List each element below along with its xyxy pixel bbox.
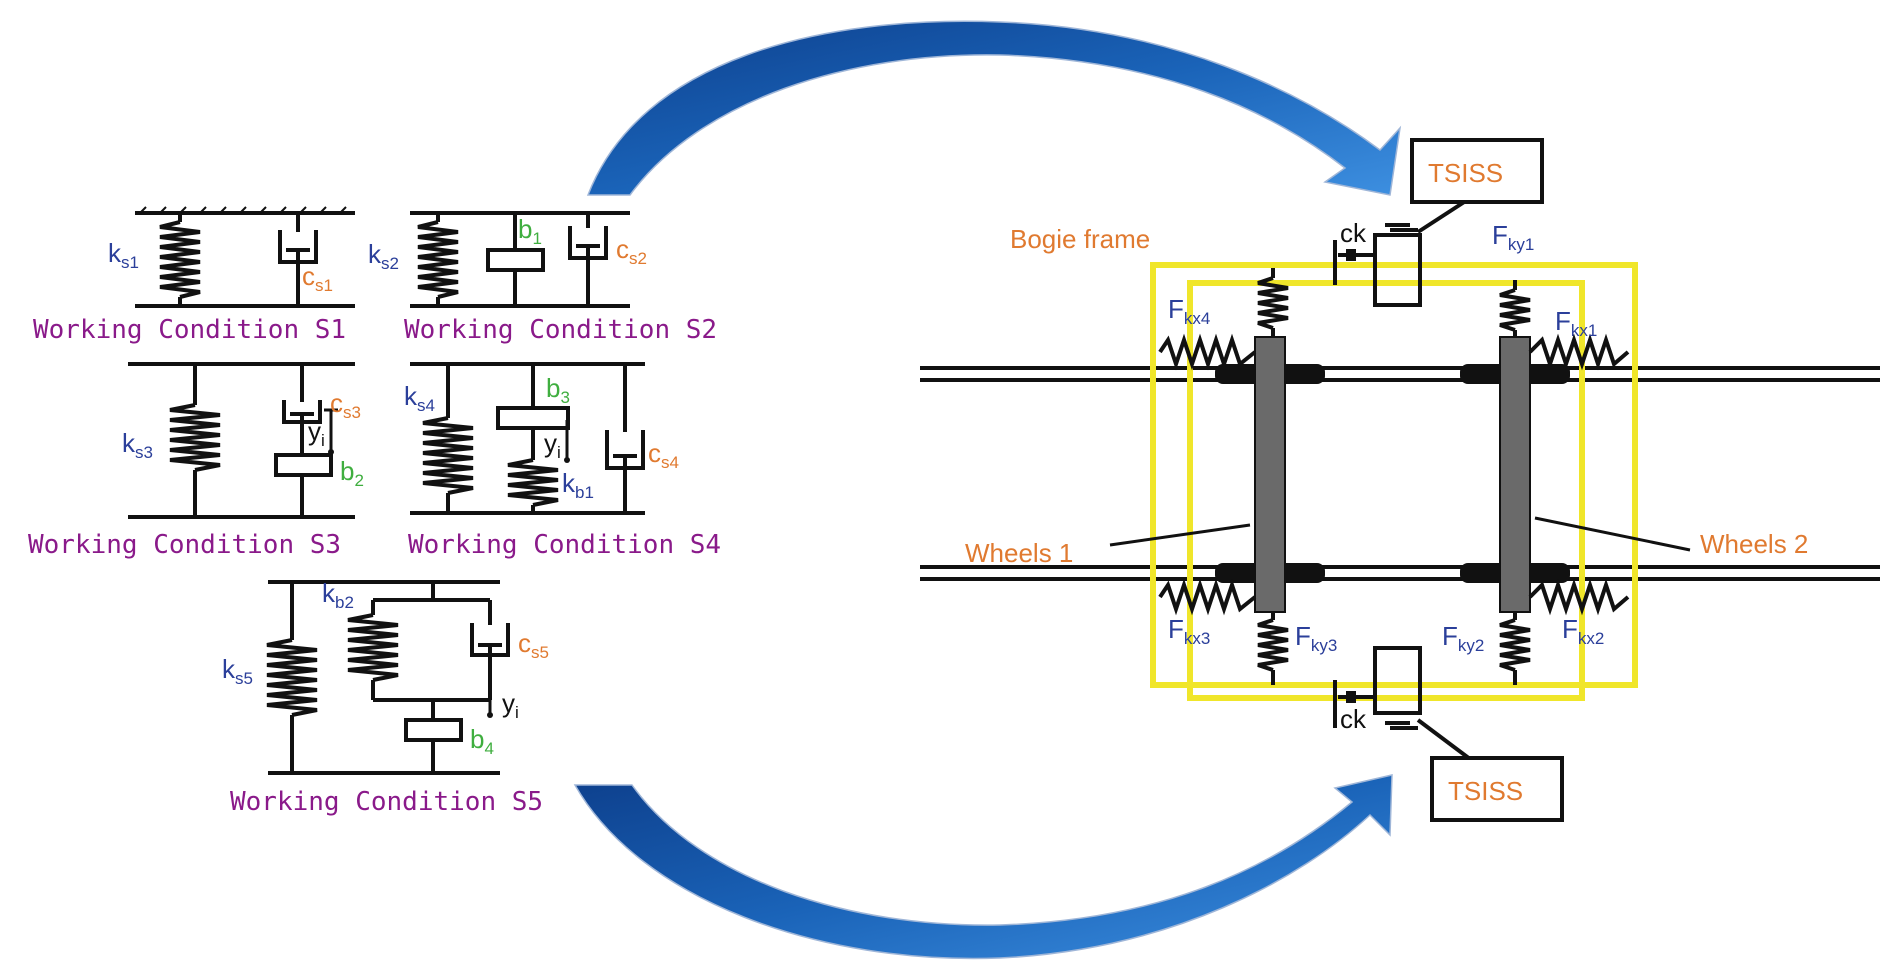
caption-s2: Working Condition S2	[404, 315, 717, 345]
condition-s2-model	[410, 211, 630, 308]
label-ks5: ks5	[222, 654, 253, 688]
rails	[920, 366, 1880, 581]
spring-fky2-bottom	[1499, 612, 1531, 685]
spring-fkx1	[1528, 333, 1630, 371]
label-kb1: kb1	[562, 468, 594, 502]
wheels1-leader	[1109, 523, 1251, 547]
label-b3: b3	[546, 373, 570, 407]
label-ks1: ks1	[108, 238, 139, 272]
label-fkx4: Fkx4	[1168, 294, 1210, 328]
caption-s4: Working Condition S4	[408, 530, 721, 560]
axle-1	[1254, 336, 1286, 613]
label-kb2: kb2	[322, 578, 354, 612]
tsiss-device-top	[1333, 193, 1477, 307]
label-ks3: ks3	[122, 428, 153, 462]
caption-s1: Working Condition S1	[33, 315, 346, 345]
label-fkx3: Fkx3	[1168, 614, 1210, 648]
bottom-curved-arrow	[573, 774, 1393, 960]
label-cs5: cs5	[518, 628, 549, 662]
spring-fky1-top	[1499, 280, 1531, 337]
wheels2-leader	[1534, 516, 1691, 552]
tsiss-box-top	[1410, 138, 1544, 204]
condition-s3-model	[128, 362, 355, 519]
caption-s3: Working Condition S3	[28, 530, 341, 560]
bogie-frame-outline-b	[1187, 280, 1585, 701]
condition-s1-model	[135, 206, 355, 308]
label-ks2: ks2	[368, 239, 399, 273]
condition-s5-model	[266, 580, 510, 775]
label-yi-s4: yi	[544, 428, 561, 462]
label-cs4: cs4	[648, 438, 679, 472]
ck-label-bottom: ck	[1340, 704, 1367, 734]
spring-fky3-bottom	[1257, 612, 1289, 685]
label-fky1: Fky1	[1492, 220, 1534, 254]
label-fkx2: Fkx2	[1562, 614, 1604, 648]
label-b1: b1	[518, 214, 542, 248]
bogie-frame-label: Bogie frame	[1010, 224, 1150, 254]
label-fky2: Fky2	[1442, 621, 1484, 655]
ck-label-top: ck	[1340, 218, 1367, 248]
tsiss-label-top: TSISS	[1428, 158, 1503, 188]
label-yi-s5: yi	[502, 688, 519, 722]
label-cs1: cs1	[302, 261, 333, 295]
tsiss-box-bottom	[1430, 756, 1564, 822]
axle-2	[1499, 336, 1531, 613]
condition-s4-model	[410, 362, 645, 515]
label-yi-s3: yi	[308, 416, 325, 450]
label-cs3: cs3	[330, 388, 361, 422]
wheels1-label: Wheels 1	[965, 538, 1073, 568]
label-ks4: ks4	[404, 381, 435, 415]
label-b2: b2	[340, 456, 364, 490]
label-b4: b4	[470, 724, 494, 758]
bogie-frame-outline-a	[1150, 262, 1638, 688]
tsiss-device-bottom	[1333, 646, 1480, 767]
spring-fkx2	[1528, 578, 1630, 616]
spring-fkx3	[1158, 578, 1257, 616]
caption-s5: Working Condition S5	[230, 787, 543, 817]
spring-fkx4	[1158, 333, 1257, 371]
top-curved-arrow	[586, 20, 1402, 196]
label-fkx1: Fkx1	[1555, 306, 1597, 340]
wheels2-label: Wheels 2	[1700, 529, 1808, 559]
tsiss-label-bottom: TSISS	[1448, 776, 1523, 806]
label-cs2: cs2	[616, 234, 647, 268]
label-fky3: Fky3	[1295, 621, 1337, 655]
spring-fky4-top	[1257, 268, 1289, 337]
